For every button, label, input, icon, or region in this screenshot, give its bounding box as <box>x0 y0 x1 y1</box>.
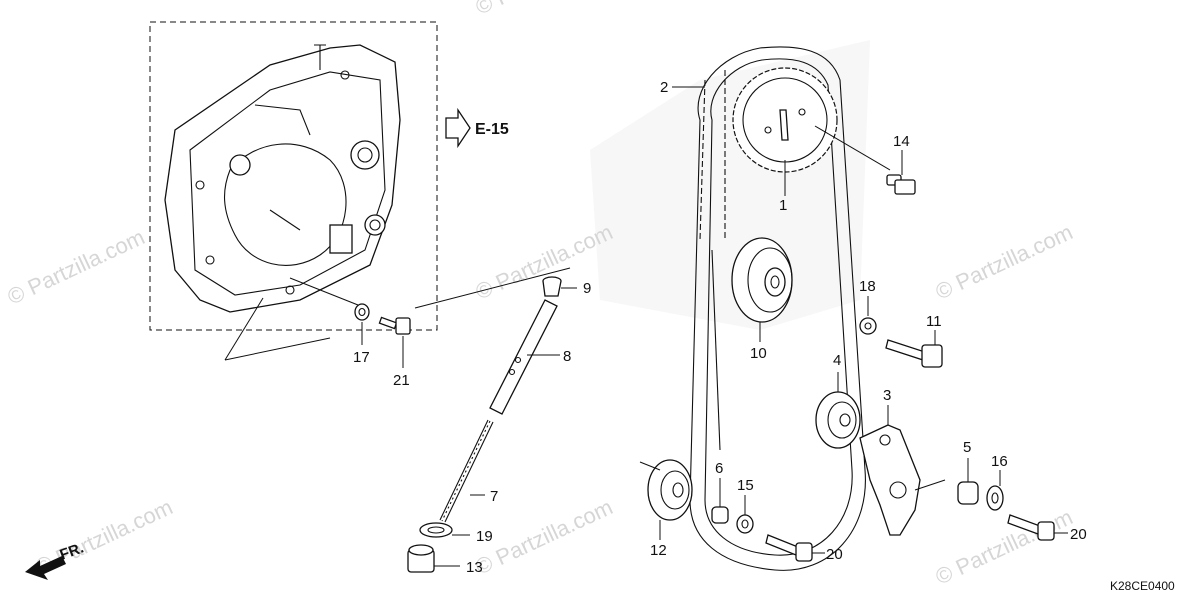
bracket-3 <box>859 424 921 536</box>
washer-18 <box>859 317 877 335</box>
callout-8[interactable]: 8 <box>563 348 571 365</box>
callout-3[interactable]: 3 <box>883 387 891 404</box>
bolt-20-lower <box>765 534 813 562</box>
washer-15 <box>736 514 754 534</box>
callout-9[interactable]: 9 <box>583 280 591 297</box>
tensioner-rod-8 <box>489 299 558 415</box>
watermark: © Partzilla.com <box>932 219 1077 304</box>
cam-sprocket-1 <box>732 67 838 173</box>
bolt-11 <box>885 339 943 368</box>
callout-2[interactable]: 2 <box>660 79 668 96</box>
callout-7[interactable]: 7 <box>490 488 498 505</box>
cam-chain-2 <box>689 46 866 571</box>
spring-7 <box>439 419 494 523</box>
background-logo-watermark <box>590 40 870 330</box>
watermark: © Partzilla.com <box>4 224 149 309</box>
crankcase-illustration <box>164 44 401 313</box>
bolt-14 <box>886 174 916 195</box>
cap-9 <box>542 276 562 297</box>
bolt-21 <box>378 316 411 335</box>
watermark: © Partzilla.com <box>472 494 617 579</box>
callout-17[interactable]: 17 <box>353 349 370 366</box>
washer-16 <box>986 485 1004 511</box>
callout-18[interactable]: 18 <box>859 278 876 295</box>
callout-19[interactable]: 19 <box>476 528 493 545</box>
callout-15[interactable]: 15 <box>737 477 754 494</box>
watermark: © Partzilla.com <box>932 504 1077 589</box>
washer-19 <box>419 522 453 538</box>
washer-17 <box>354 303 370 321</box>
reference-label[interactable]: E-15 <box>475 121 509 138</box>
callout-5[interactable]: 5 <box>963 439 971 456</box>
diagram-code: K28CE0400 <box>1110 579 1175 593</box>
callout-6[interactable]: 6 <box>715 460 723 477</box>
bolt-20-right <box>1007 514 1055 541</box>
callout-4[interactable]: 4 <box>833 352 841 369</box>
callout-10[interactable]: 10 <box>750 345 767 362</box>
callout-1[interactable]: 1 <box>779 197 787 214</box>
reference-arrow-icon <box>445 107 471 149</box>
tensioner-roller-10 <box>731 237 793 323</box>
front-arrow-icon <box>25 556 66 580</box>
callout-11[interactable]: 11 <box>926 313 942 330</box>
collar-5 <box>957 481 979 505</box>
callout-14[interactable]: 14 <box>893 133 910 150</box>
watermark: © Partzilla.com <box>472 0 617 20</box>
callout-16[interactable]: 16 <box>991 453 1008 470</box>
callout-21[interactable]: 21 <box>393 372 410 389</box>
callout-20-lower[interactable]: 20 <box>826 546 843 563</box>
guide-roller-4 <box>815 391 861 449</box>
callout-12[interactable]: 12 <box>650 542 667 559</box>
collar-6 <box>711 506 729 524</box>
callout-13[interactable]: 13 <box>466 559 483 576</box>
assembly-boundary <box>149 21 438 331</box>
lower-roller-12 <box>647 459 693 521</box>
plug-13 <box>407 544 435 573</box>
callout-20-right[interactable]: 20 <box>1070 526 1087 543</box>
